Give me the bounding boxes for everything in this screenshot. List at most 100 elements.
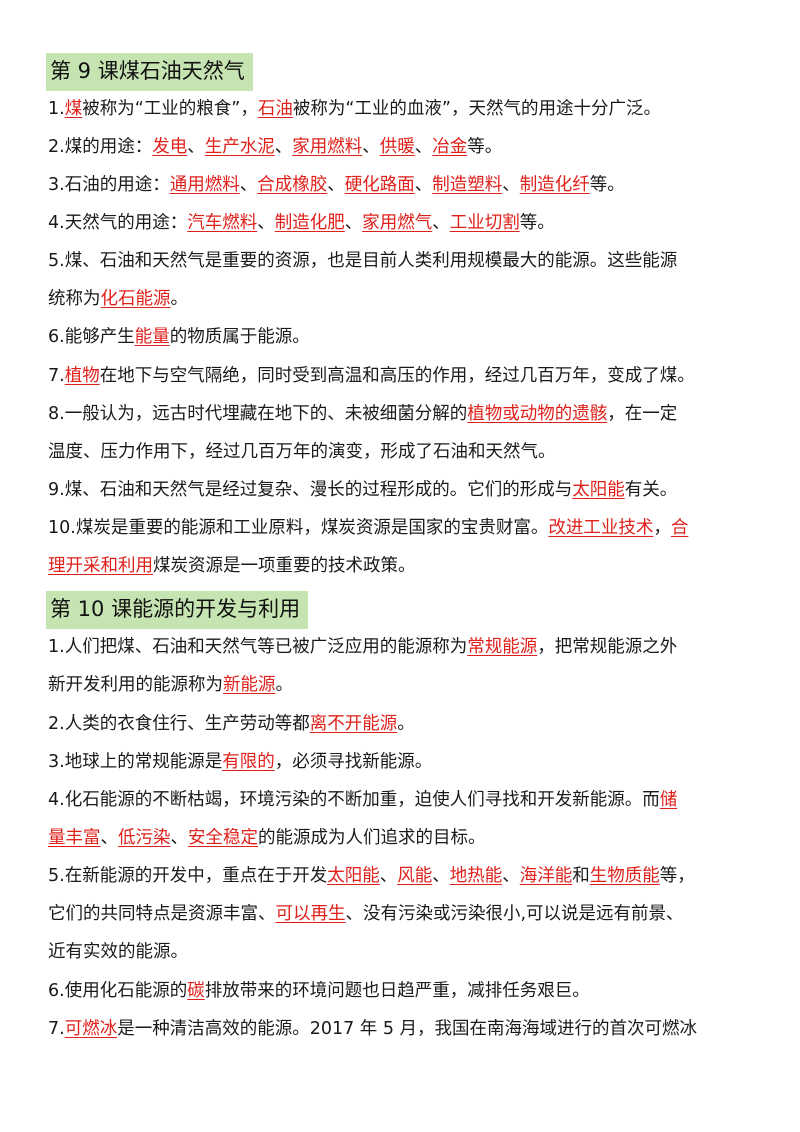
list-line: 新开发利用的能源称为新能源。 bbox=[48, 672, 293, 698]
keyword-answer: 家用燃气 bbox=[362, 213, 433, 233]
list-line: 温度、压力作用下，经过几百万年的演变，形成了石油和天然气。 bbox=[48, 439, 556, 465]
line-text: ，在一定 bbox=[607, 404, 678, 424]
keyword-answer: 海洋能 bbox=[519, 866, 573, 886]
keyword-answer: 离不开能源 bbox=[309, 714, 398, 734]
line-text: 的物质属于能源。 bbox=[169, 327, 310, 347]
line-text: 3.地球上的常规能源是 bbox=[48, 752, 223, 772]
line-text: 3.石油的用途： bbox=[48, 175, 170, 195]
line-text: 温度、压力作用下，经过几百万年的演变，形成了石油和天然气。 bbox=[48, 442, 556, 462]
line-text: 。 bbox=[275, 675, 294, 695]
line-text: 的能源成为人们追求的目标。 bbox=[258, 828, 486, 848]
list-line: 10.煤炭是重要的能源和工业原料，煤炭资源是国家的宝贵财富。改进工业技术，合 bbox=[48, 515, 688, 541]
keyword-answer: 制造化纤 bbox=[519, 175, 590, 195]
keyword-answer: 合 bbox=[670, 518, 689, 538]
keyword-answer: 化石能源 bbox=[100, 289, 171, 309]
line-text: 排放带来的环境问题也日趋严重，减排任务艰巨。 bbox=[204, 981, 590, 1001]
line-text: 、 bbox=[100, 828, 119, 848]
keyword-answer: 汽车燃料 bbox=[187, 213, 258, 233]
line-text: ，必须寻找新能源。 bbox=[274, 752, 433, 772]
keyword-answer: 家用燃料 bbox=[292, 137, 363, 157]
list-line: 2.煤的用途：发电、生产水泥、家用燃料、供暖、冶金等。 bbox=[48, 134, 502, 160]
line-text: 、 bbox=[432, 866, 450, 886]
section-heading-9: 第 9 课煤石油天然气 bbox=[46, 53, 253, 91]
list-line: 理开采和利用煤炭资源是一项重要的技术政策。 bbox=[48, 553, 416, 579]
line-text: 9.煤、石油和天然气是经过复杂、漫长的过程形成的。它们的形成与 bbox=[48, 480, 573, 500]
keyword-answer: 储 bbox=[659, 790, 678, 810]
list-line: 4.天然气的用途：汽车燃料、制造化肥、家用燃气、工业切割等。 bbox=[48, 210, 555, 236]
keyword-answer: 硬化路面 bbox=[344, 175, 415, 195]
line-text: 5.煤、石油和天然气是重要的资源，也是目前人类利用规模最大的能源。这些能源 bbox=[48, 251, 678, 271]
list-line: 7.植物在地下与空气隔绝，同时受到高温和高压的作用，经过几百万年，变成了煤。 bbox=[48, 363, 695, 389]
list-line: 2.人类的衣食住行、生产劳动等都离不开能源。 bbox=[48, 711, 415, 737]
keyword-answer: 合成橡胶 bbox=[257, 175, 328, 195]
line-text: 10.煤炭是重要的能源和工业原料，煤炭资源是国家的宝贵财富。 bbox=[48, 518, 549, 538]
line-text: 7. bbox=[48, 366, 65, 386]
keyword-answer: 发电 bbox=[152, 137, 188, 157]
keyword-answer: 太阳能 bbox=[327, 866, 380, 886]
keyword-answer: 生产水泥 bbox=[204, 137, 275, 157]
list-line: 3.石油的用途：通用燃料、合成橡胶、硬化路面、制造塑料、制造化纤等。 bbox=[48, 172, 625, 198]
list-line: 6.使用化石能源的碳排放带来的环境问题也日趋严重，减排任务艰巨。 bbox=[48, 978, 590, 1004]
line-text: 6.能够产生 bbox=[48, 327, 135, 347]
line-text: 被称为“工业的血液”，天然气的用途十分广泛。 bbox=[292, 99, 661, 119]
line-text: 新开发利用的能源称为 bbox=[48, 675, 223, 695]
keyword-answer: 新能源 bbox=[223, 675, 276, 695]
list-line: 近有实效的能源。 bbox=[48, 939, 188, 965]
list-line: 5.煤、石油和天然气是重要的资源，也是目前人类利用规模最大的能源。这些能源 bbox=[48, 248, 677, 274]
keyword-answer: 工业切割 bbox=[449, 213, 520, 233]
line-text: 7. bbox=[48, 1019, 65, 1039]
line-text: 、没有污染或污染很小,可以说是远有前景、 bbox=[345, 904, 684, 924]
list-line: 1.煤被称为“工业的粮食”，石油被称为“工业的血液”，天然气的用途十分广泛。 bbox=[48, 96, 661, 122]
line-text: 等， bbox=[659, 866, 695, 886]
list-line: 8.一般认为，远古时代埋藏在地下的、未被细菌分解的植物或动物的遗骸，在一定 bbox=[48, 401, 677, 427]
keyword-answer: 有限的 bbox=[222, 752, 275, 772]
keyword-answer: 生物质能 bbox=[589, 866, 660, 886]
line-text: 、 bbox=[432, 213, 450, 233]
keyword-answer: 植物 bbox=[64, 366, 100, 386]
line-text: 、 bbox=[362, 137, 380, 157]
keyword-answer: 量丰富 bbox=[48, 828, 101, 848]
line-text: 煤炭资源是一项重要的技术政策。 bbox=[153, 556, 416, 576]
keyword-answer: 石油 bbox=[257, 99, 293, 119]
line-text: 。 bbox=[170, 289, 189, 309]
section-heading-10: 第 10 课能源的开发与利用 bbox=[46, 591, 309, 629]
line-text: 2.人类的衣食住行、生产劳动等都 bbox=[48, 714, 310, 734]
line-text: 1.人们把煤、石油和天然气等已被广泛应用的能源称为 bbox=[48, 637, 468, 657]
line-text: 近有实效的能源。 bbox=[48, 942, 188, 962]
keyword-answer: 风能 bbox=[397, 866, 433, 886]
list-line: 7.可燃冰是一种清洁高效的能源。2017 年 5 月，我国在南海海域进行的首次可… bbox=[48, 1016, 697, 1042]
line-text: 、 bbox=[187, 137, 205, 157]
line-text: ，把常规能源之外 bbox=[537, 637, 678, 657]
keyword-answer: 制造塑料 bbox=[432, 175, 503, 195]
list-line: 4.化石能源的不断枯竭，环境污染的不断加重，迫使人们寻找和开发新能源。而储 bbox=[48, 787, 677, 813]
keyword-answer: 安全稳定 bbox=[188, 828, 258, 848]
keyword-answer: 太阳能 bbox=[572, 480, 625, 500]
list-line: 9.煤、石油和天然气是经过复杂、漫长的过程形成的。它们的形成与太阳能有关。 bbox=[48, 477, 677, 503]
keyword-answer: 理开采和利用 bbox=[48, 556, 153, 576]
keyword-answer: 供暖 bbox=[379, 137, 415, 157]
line-text: 是一种清洁高效的能源。2017 年 5 月，我国在南海海域进行的首次可燃冰 bbox=[117, 1019, 698, 1039]
keyword-answer: 碳 bbox=[187, 981, 205, 1001]
line-text: 2.煤的用途： bbox=[48, 137, 153, 157]
line-text: 等。 bbox=[467, 137, 503, 157]
line-text: 4.化石能源的不断枯竭，环境污染的不断加重，迫使人们寻找和开发新能源。而 bbox=[48, 790, 660, 810]
line-text: 8.一般认为，远古时代埋藏在地下的、未被细菌分解的 bbox=[48, 404, 468, 424]
line-text: 等。 bbox=[589, 175, 625, 195]
list-line: 它们的共同特点是资源丰富、可以再生、没有污染或污染很小,可以说是远有前景、 bbox=[48, 901, 684, 927]
line-text: 、 bbox=[344, 213, 363, 233]
line-text: 、 bbox=[502, 866, 520, 886]
line-text: 被称为“工业的粮食”， bbox=[82, 99, 258, 119]
line-text: 、 bbox=[414, 175, 433, 195]
list-line: 3.地球上的常规能源是有限的，必须寻找新能源。 bbox=[48, 749, 432, 775]
keyword-answer: 植物或动物的遗骸 bbox=[467, 404, 608, 424]
line-text: 5.在新能源的开发中，重点在于开发 bbox=[48, 866, 328, 886]
keyword-answer: 可以再生 bbox=[275, 904, 346, 924]
list-line: 统称为化石能源。 bbox=[48, 286, 188, 312]
line-text: 、 bbox=[414, 137, 433, 157]
line-text: 和 bbox=[572, 866, 590, 886]
line-text: 有关。 bbox=[624, 480, 678, 500]
list-line: 6.能够产生能量的物质属于能源。 bbox=[48, 324, 310, 350]
keyword-answer: 低污染 bbox=[118, 828, 171, 848]
line-text: 统称为 bbox=[48, 289, 101, 309]
